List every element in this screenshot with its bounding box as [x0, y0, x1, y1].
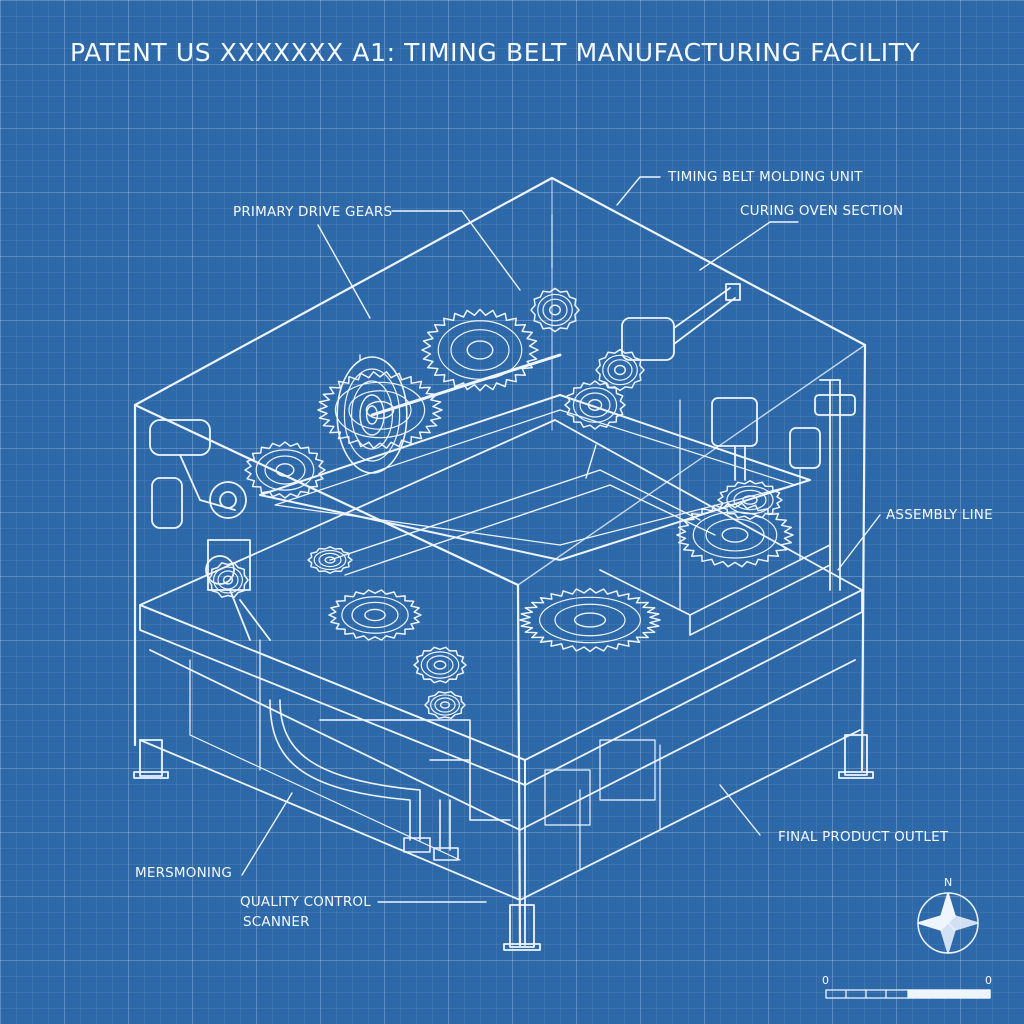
gear — [244, 441, 326, 499]
label-primary-drive-gears: PRIMARY DRIVE GEARS — [233, 204, 393, 220]
gear — [717, 480, 783, 520]
gear — [328, 589, 422, 641]
assembly-platform — [599, 399, 831, 636]
scale-bar — [825, 989, 991, 999]
label-mersmoning: MERSMONING — [135, 865, 233, 881]
flywheel-disk — [336, 353, 562, 474]
gear — [564, 380, 626, 430]
enclosure-frame — [133, 176, 867, 947]
piping — [269, 699, 511, 861]
gear — [530, 287, 580, 333]
timing-belt-conveyor — [259, 394, 811, 576]
left-robot-arm — [149, 419, 271, 641]
gear — [519, 587, 661, 653]
label-qc-line2: SCANNER — [243, 914, 310, 930]
right-robot-arm — [621, 283, 856, 591]
base-platform — [133, 419, 874, 951]
label-qc-line1: QUALITY CONTROL — [240, 894, 371, 910]
compass-north-label: N — [944, 876, 953, 889]
label-molding-unit: TIMING BELT MOLDING UNIT — [668, 169, 863, 185]
gear — [421, 308, 539, 392]
gear — [676, 502, 794, 568]
scale-label-left: 0 — [822, 974, 830, 987]
label-assembly-line: ASSEMBLY LINE — [886, 507, 993, 523]
gear-train — [207, 287, 794, 720]
gear — [424, 690, 466, 720]
scale-label-right: 0 — [985, 974, 993, 987]
label-final-product-outlet: FINAL PRODUCT OUTLET — [778, 829, 949, 845]
page-title: PATENT US XXXXXXX A1: TIMING BELT MANUFA… — [70, 38, 921, 67]
leader-lines — [241, 176, 881, 903]
label-curing-oven: CURING OVEN SECTION — [740, 203, 904, 219]
gear — [307, 546, 353, 574]
gear — [595, 348, 645, 392]
gear — [207, 562, 249, 598]
compass-rose — [917, 892, 979, 954]
gear — [413, 646, 467, 684]
